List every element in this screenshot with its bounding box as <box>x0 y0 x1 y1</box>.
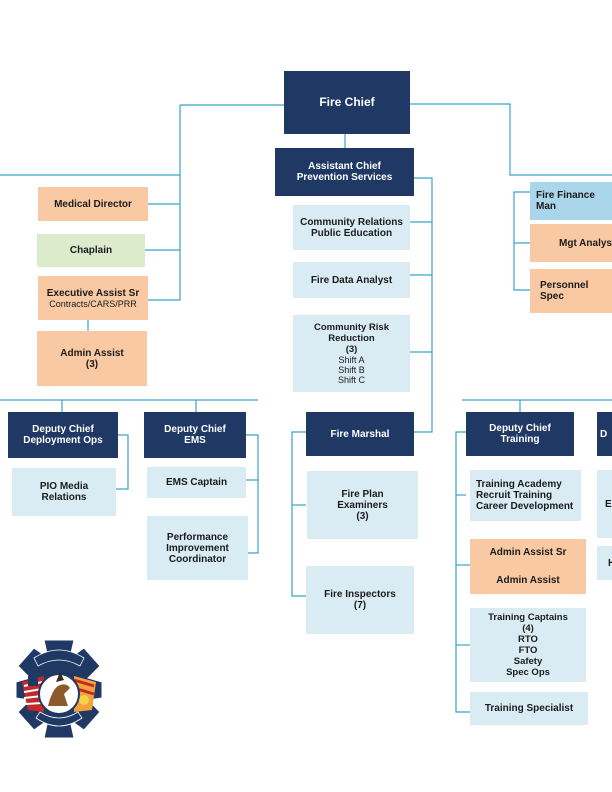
box-line: Deputy Chief <box>164 424 226 435</box>
box-line: Personnel Spec <box>540 280 589 302</box>
box-line: Examiners <box>337 499 388 511</box>
fire-plan-examiners-box: Fire Plan Examiners (3) <box>307 471 418 539</box>
box-line: Fire Data Analyst <box>310 274 393 286</box>
partial-dark-box: D <box>597 412 612 456</box>
box-line: Assistant Chief <box>308 161 381 172</box>
box-line: Performance <box>166 531 229 543</box>
box-line: Relations <box>41 492 87 503</box>
box-line: Fire Marshal <box>330 428 390 440</box>
box-line: Deputy Chief <box>32 424 94 435</box>
assistant-chief-prevention-box: Assistant Chief Prevention Services <box>275 148 414 196</box>
box-line: Admin Assist <box>60 347 124 359</box>
box-line: D <box>600 428 608 440</box>
box-line: Fire Finance Man <box>536 190 595 212</box>
box-line: Training Captains <box>488 612 568 623</box>
training-specialist-box: Training Specialist <box>470 692 588 725</box>
mgt-analyst-box: Mgt Analys <box>530 224 612 262</box>
admin-assist-training-box: Admin Assist Sr Admin Assist <box>470 539 586 594</box>
box-line: Community Risk <box>314 322 389 333</box>
box-line: (3) <box>356 510 369 522</box>
admin-assist-box: Admin Assist (3) <box>37 331 147 386</box>
box-line: Recruit Training <box>476 490 553 501</box>
community-risk-box: Community Risk Reduction (3) Shift A Shi… <box>293 315 410 392</box>
box-line: Spec Ops <box>506 667 550 678</box>
box-line: Fire Inspectors <box>324 589 396 600</box>
personnel-specialist-box: Personnel Spec <box>530 269 612 313</box>
box-line: Deputy Chief <box>489 423 551 434</box>
partial-light-box: E <box>597 470 612 538</box>
deputy-chief-deployment-box: Deputy Chief Deployment Ops <box>8 412 118 458</box>
box-line: EMS <box>184 435 206 446</box>
box-line: EMS Captain <box>165 477 228 488</box>
box-line: (3) <box>345 344 358 355</box>
ems-captain-box: EMS Captain <box>147 467 246 498</box>
box-line: FTO <box>518 645 538 656</box>
training-captains-box: Training Captains (4) RTO FTO Safety Spe… <box>470 608 586 682</box>
box-line: Shift C <box>337 375 365 385</box>
fire-data-analyst-box: Fire Data Analyst <box>293 262 410 298</box>
box-line: PIO Media <box>39 481 89 492</box>
box-line: Reduction <box>328 333 375 344</box>
box-line: Training Academy <box>476 479 562 490</box>
partial-h-box: H <box>597 546 612 580</box>
box-line: Safety <box>513 656 543 667</box>
fire-inspectors-box: Fire Inspectors (7) <box>306 566 414 634</box>
fire-finance-manager-box: Fire Finance Man <box>530 182 612 220</box>
box-line: Contracts/CARS/PRR <box>49 298 137 309</box>
pio-media-relations-box: PIO Media Relations <box>12 468 116 516</box>
box-line: Training Specialist <box>484 703 574 714</box>
box-line: (3) <box>85 358 99 370</box>
executive-assist-box: Executive Assist Sr Contracts/CARS/PRR <box>38 276 148 320</box>
box-line: Executive Assist Sr <box>46 287 140 299</box>
box-line: Medical Director <box>54 198 132 210</box>
deputy-chief-ems-box: Deputy Chief EMS <box>144 412 246 458</box>
box-line: Coordinator <box>168 553 227 565</box>
chaplain-box: Chaplain <box>37 234 145 267</box>
box-line: E <box>605 498 612 510</box>
fire-chief-label: Fire Chief <box>319 95 375 109</box>
box-line: Admin Assist <box>496 574 560 586</box>
training-academy-box: Training Academy Recruit Training Career… <box>470 470 581 521</box>
deputy-chief-training-box: Deputy Chief Training <box>466 412 574 456</box>
box-line: Shift B <box>338 365 365 375</box>
box-line: Training <box>500 434 540 445</box>
box-line: Prevention Services <box>296 172 393 183</box>
medical-director-box: Medical Director <box>38 187 148 221</box>
box-line: Fire Plan <box>341 488 384 500</box>
performance-improvement-box: Performance Improvement Coordinator <box>147 516 248 580</box>
box-line: Admin Assist Sr <box>489 547 567 559</box>
box-line: Deployment Ops <box>23 435 103 446</box>
box-line: (7) <box>353 600 367 611</box>
scottsdale-fire-dept-logo <box>15 639 103 739</box>
box-line: Career Development <box>476 501 574 512</box>
box-line: Public Education <box>310 227 393 239</box>
box-line: H <box>608 557 612 569</box>
box-line: Chaplain <box>69 245 113 256</box>
box-line: (4) <box>522 623 534 634</box>
box-line: Improvement <box>166 542 229 554</box>
fire-marshal-box: Fire Marshal <box>306 412 414 456</box>
fire-chief-box: Fire Chief <box>284 71 410 134</box>
community-relations-box: Community Relations Public Education <box>293 205 410 250</box>
box-line: Community Relations <box>300 216 403 228</box>
box-line: Mgt Analys <box>559 237 612 249</box>
box-line: Shift A <box>338 355 365 365</box>
box-line: RTO <box>518 634 538 645</box>
